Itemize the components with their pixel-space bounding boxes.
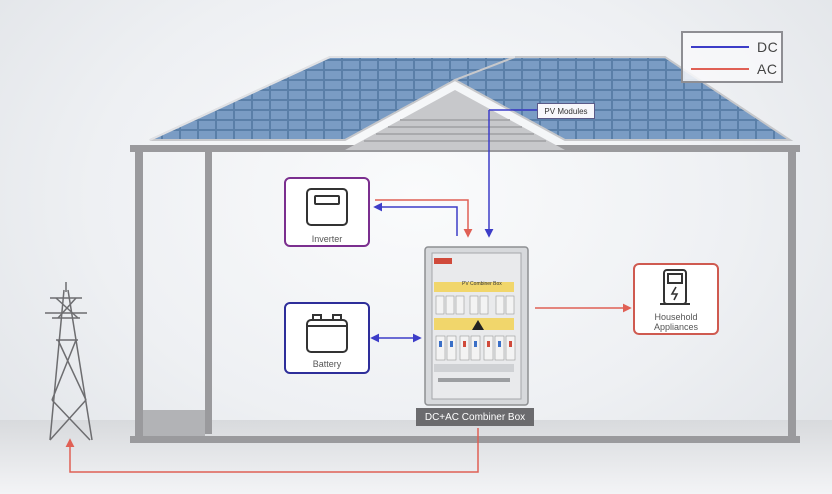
inverter-to-combiner-ac-line xyxy=(375,199,473,238)
combiner-to-grid-line xyxy=(65,428,479,473)
legend-label-ac: AC xyxy=(757,61,778,77)
combiner-breaker-row-1 xyxy=(434,282,514,292)
solar-panels xyxy=(149,56,794,141)
floor xyxy=(0,420,832,494)
combiner-box-label: DC+AC Combiner Box xyxy=(416,408,534,426)
charging-station-icon xyxy=(660,269,690,305)
household-box xyxy=(633,263,719,335)
battery-label: Battery xyxy=(312,359,342,369)
legend: DC AC xyxy=(681,31,783,83)
battery-box xyxy=(284,302,370,374)
combiner-panel-title: PV Combiner Box xyxy=(462,281,502,287)
pv-modules-label: PV Modules xyxy=(537,103,595,119)
legend-item-ac: AC xyxy=(691,59,777,79)
legend-swatch-dc xyxy=(691,46,749,48)
connections xyxy=(65,109,632,473)
combiner-box xyxy=(424,246,529,406)
legend-item-dc: DC xyxy=(691,37,778,57)
transmission-tower-icon xyxy=(45,282,93,441)
warning-icon xyxy=(472,320,484,330)
inverter-icon xyxy=(306,188,348,226)
roof-vents xyxy=(364,119,546,142)
inverter-label: Inverter xyxy=(311,234,343,244)
combiner-to-inverter-dc-line xyxy=(373,202,458,236)
legend-swatch-ac xyxy=(691,68,749,70)
household-label: Household Appliances xyxy=(653,312,699,332)
combiner-breaker-row-2 xyxy=(434,318,514,330)
battery-icon xyxy=(306,314,348,353)
legend-label-dc: DC xyxy=(757,39,779,55)
